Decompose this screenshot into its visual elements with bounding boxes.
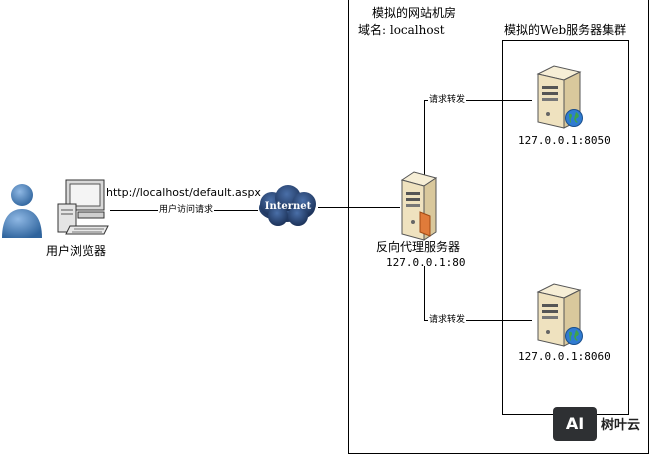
proxy-server-icon [400,171,438,241]
forward-label-2: 请求转发 [428,315,467,325]
proxy-address: 127.0.0.1:80 [386,256,466,269]
user-icon [2,184,42,238]
web-server-address: 127.0.0.1:8060 [518,350,611,363]
request-url: http://localhost/default.aspx [106,186,261,199]
forward-label-1: 请求转发 [428,95,467,105]
internet-label: Internet [264,201,312,212]
web-server-address: 127.0.0.1:8050 [518,134,611,147]
internet-cloud-icon [259,185,316,226]
globe-icon [565,327,583,345]
proxy-label: 反向代理服务器 [376,240,461,254]
globe-icon [565,109,583,127]
connector-internet-proxy [318,207,400,208]
datacenter-title: 模拟的网站机房 [372,6,457,20]
cluster-title: 模拟的Web服务器集群 [504,23,627,37]
datacenter-domain: 域名: localhost [358,23,445,37]
connector-to-server-1 [424,100,532,101]
connector-proxy-up [424,100,425,180]
request-label: 用户访问请求 [158,205,215,215]
watermark-badge: AI [553,407,597,441]
computer-icon [57,179,109,235]
watermark-brand: 树叶云 [601,418,641,433]
connector-proxy-down [424,266,425,320]
connector-to-server-2 [424,320,532,321]
user-label: 用户浏览器 [46,244,107,258]
